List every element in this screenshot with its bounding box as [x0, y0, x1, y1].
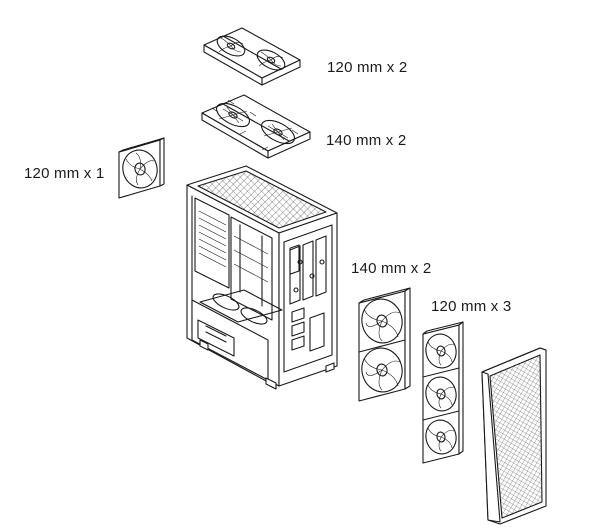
front-120mm-fan-stack — [422, 321, 464, 464]
label-top-120mm-fans: 120 mm x 2 — [327, 59, 408, 76]
top-140mm-fan-pair — [201, 94, 311, 159]
label-top-140mm-fans: 140 mm x 2 — [326, 132, 407, 149]
front-mesh-panel — [481, 347, 547, 525]
top-120mm-fan-pair — [203, 27, 301, 86]
front-140mm-fan-pair — [358, 287, 411, 402]
label-rear-120mm-fan: 120 mm x 1 — [24, 165, 105, 182]
pc-case-chassis — [186, 165, 338, 390]
rear-120mm-fan — [118, 137, 165, 199]
label-front-120mm-fans: 120 mm x 3 — [431, 298, 512, 315]
label-front-140mm-fans: 140 mm x 2 — [351, 260, 432, 277]
